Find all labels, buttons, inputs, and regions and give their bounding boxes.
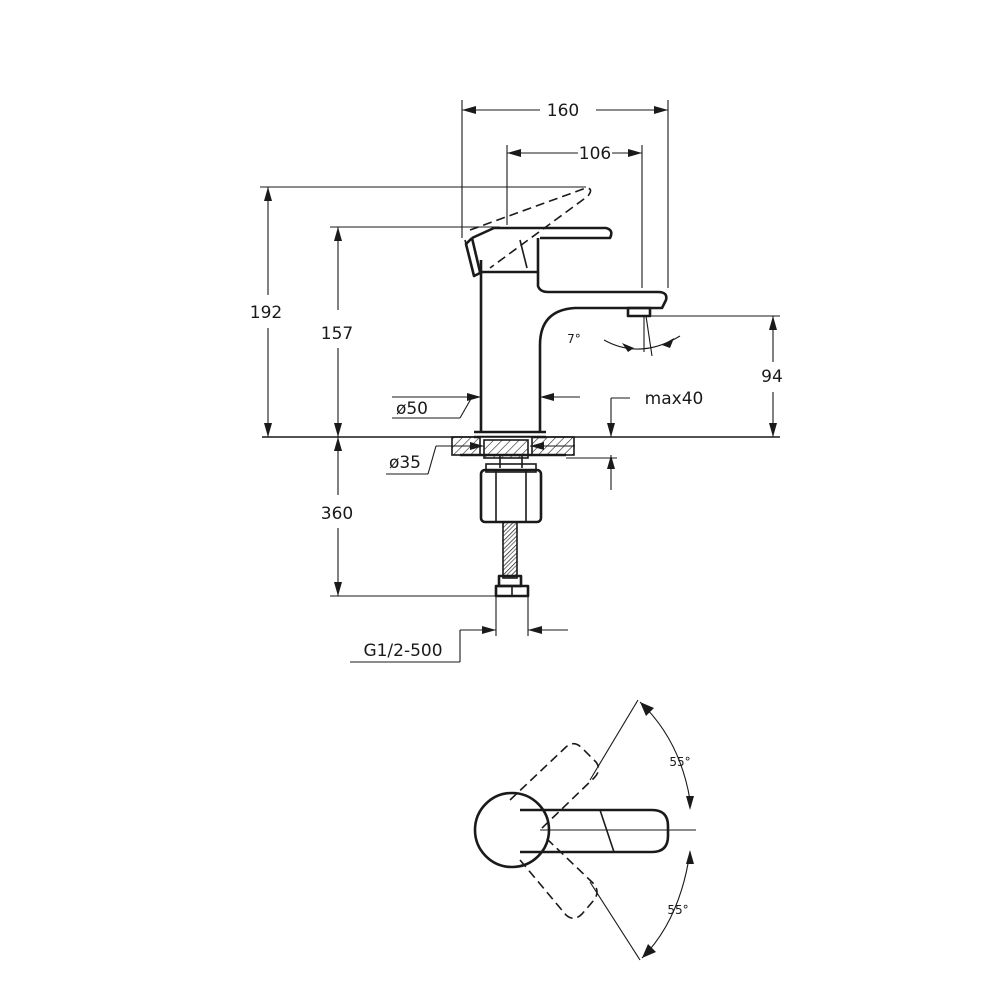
dim-label-d35: ø35	[389, 453, 421, 473]
body-circle	[473, 791, 551, 869]
dim-body-diameter: ø50	[392, 393, 580, 419]
dim-label-360: 360	[321, 504, 353, 524]
handle-dashed	[464, 187, 592, 276]
dim-label-160: 160	[547, 101, 579, 121]
dim-total-height: 192	[250, 186, 586, 437]
dim-spout-height: 157	[321, 226, 500, 437]
dim-label-hose: G1/2-500	[363, 641, 442, 661]
dim-total-width: 160	[461, 100, 669, 288]
arc-top	[639, 701, 691, 801]
dim-supply-length: 360	[321, 437, 500, 597]
top-view: 55° 55°	[473, 699, 696, 961]
dim-tilt-angle: 7°	[567, 315, 681, 357]
dim-max-thickness: max40	[566, 389, 703, 490]
handle-top-solid	[520, 808, 670, 854]
dim-outlet-height: 94	[650, 315, 783, 437]
dim-label-7deg: 7°	[567, 332, 581, 346]
angle-label-bottom: 55°	[667, 903, 688, 917]
dim-hole-diameter: ø35	[386, 442, 575, 475]
dim-label-94: 94	[761, 367, 783, 387]
mounting-nut	[479, 463, 543, 524]
side-view: 160 106 192 157	[250, 100, 783, 663]
angle-label-top: 55°	[669, 755, 690, 769]
dim-label-192: 192	[250, 303, 282, 323]
dim-label-max40: max40	[645, 389, 704, 409]
dim-label-106: 106	[579, 144, 611, 164]
handle-top-dashed-upper	[509, 742, 600, 831]
handle-top-dashed-lower	[519, 837, 598, 920]
faucet-body	[474, 260, 668, 439]
dim-spout-reach: 106	[506, 144, 643, 288]
handle-solid	[464, 226, 613, 278]
dim-label-157: 157	[321, 324, 353, 344]
dim-label-d50: ø50	[396, 399, 428, 419]
braided-hose	[494, 521, 530, 598]
dim-hose: G1/2-500	[350, 596, 568, 663]
